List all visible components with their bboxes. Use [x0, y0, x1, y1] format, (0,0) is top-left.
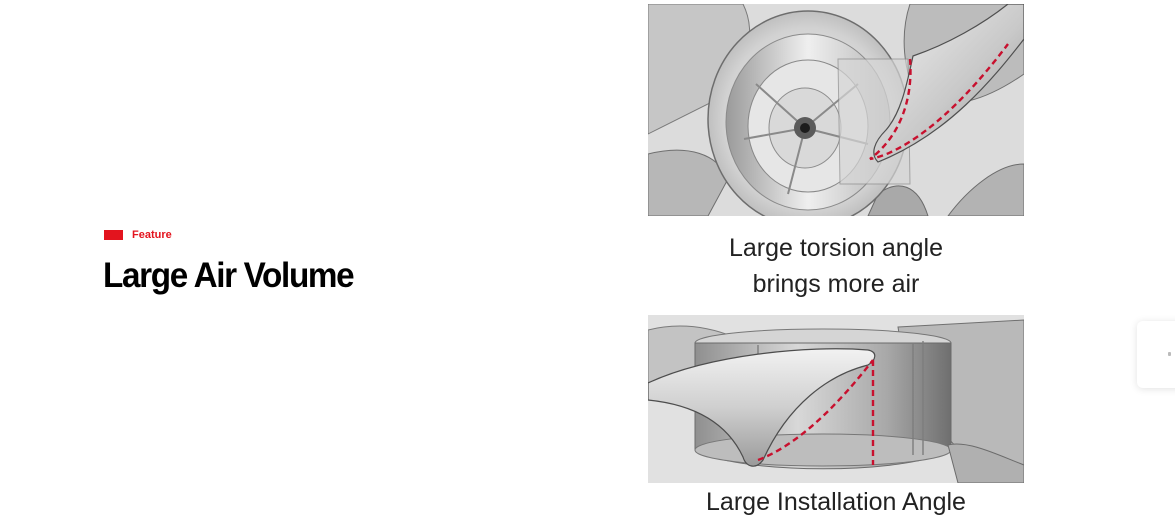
torsion-caption: Large torsion angle brings more air: [648, 230, 1024, 302]
fan-torsion-image: [648, 4, 1024, 216]
fan-installation-illustration: [648, 315, 1024, 483]
side-tab-icon: [1168, 352, 1171, 356]
torsion-caption-line1: Large torsion angle: [728, 234, 944, 262]
fan-torsion-illustration: [648, 4, 1024, 216]
feature-title: Large Air Volume: [103, 256, 355, 295]
installation-caption: Large Installation Angle: [706, 488, 966, 516]
torsion-caption-line2: brings more air: [752, 270, 920, 298]
feature-marker: [104, 230, 123, 240]
side-tab[interactable]: [1137, 321, 1175, 388]
feature-label: Feature: [132, 229, 172, 241]
feature-eyebrow: Feature: [104, 229, 172, 241]
fan-installation-image: [648, 315, 1024, 483]
